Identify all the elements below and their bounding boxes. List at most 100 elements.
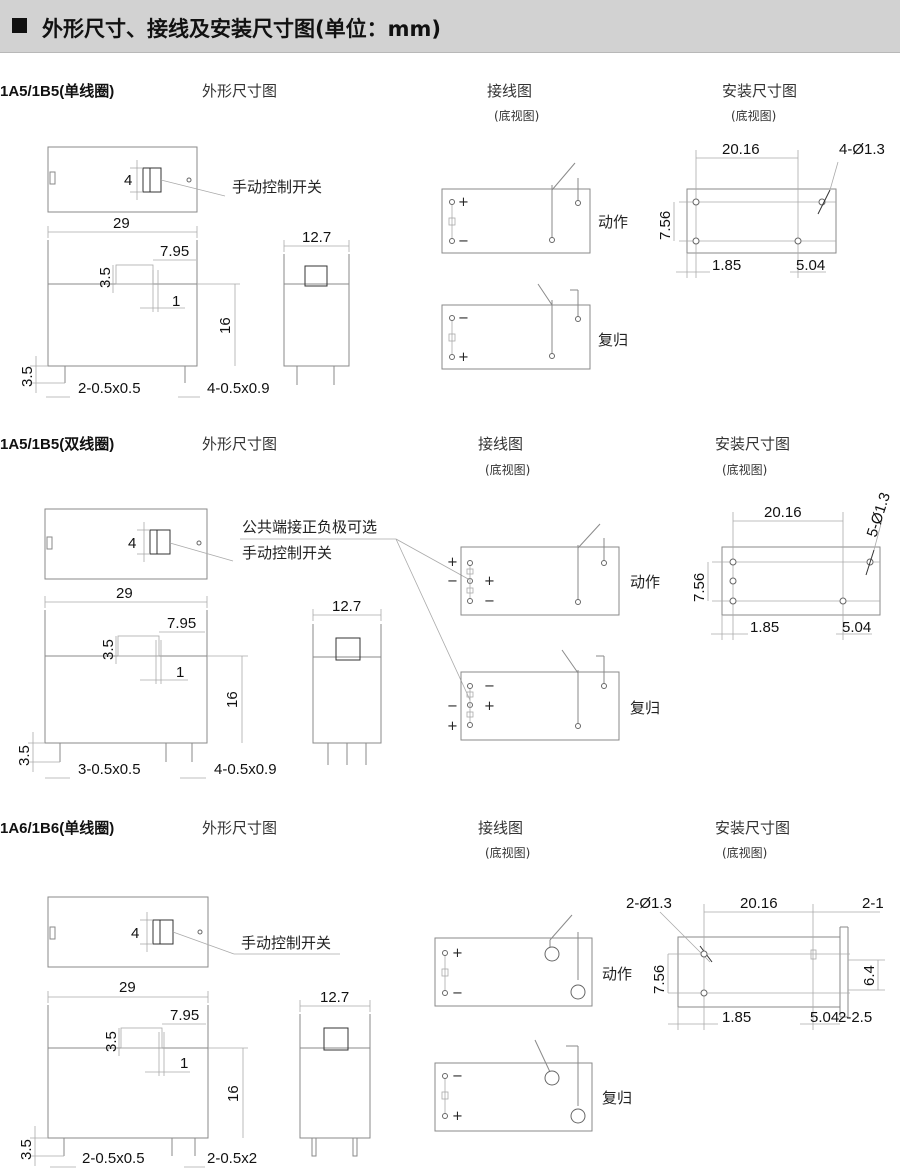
wiring-subtitle: (底视图)	[485, 845, 530, 860]
sign-plus: +	[447, 719, 458, 734]
sign-minus: −	[458, 311, 469, 326]
mount-20-16: 20.16	[722, 141, 760, 158]
dim-1: 1	[176, 664, 184, 681]
dim-29: 29	[116, 585, 133, 602]
mount-7-56: 7.56	[691, 573, 708, 602]
dim-3-5-pin: 3.5	[19, 366, 36, 387]
mount-5-04: 5.04	[810, 1009, 839, 1026]
top-view: 4 公共端接正负极可选 手动控制开关	[44, 508, 471, 701]
section-1: 1A5/1B5(单线圈) 外形尺寸图 接线图 (底视图) 安装尺寸图 (底视图)…	[0, 82, 885, 398]
wiring-reset: − + 复归	[434, 1039, 632, 1132]
side-view: 12.7	[283, 229, 350, 385]
pins-a: 2-0.5x0.5	[78, 380, 141, 397]
mount-subtitle: (底视图)	[731, 108, 776, 123]
mount-title: 安装尺寸图	[715, 819, 790, 837]
pins-a: 2-0.5x0.5	[82, 1150, 145, 1167]
outline-title: 外形尺寸图	[202, 819, 277, 837]
mount-2-1: 2-1	[862, 895, 884, 912]
sign-plus: +	[452, 946, 463, 961]
sign-plus: +	[452, 1109, 463, 1124]
state-reset: 复归	[598, 331, 628, 349]
mount-7-56: 7.56	[657, 211, 674, 240]
mount-5-04: 5.04	[842, 619, 871, 636]
square-bullet-icon	[12, 18, 27, 33]
dim-1: 1	[180, 1055, 188, 1072]
sign-plus: +	[447, 555, 458, 570]
dim-29: 29	[113, 215, 130, 232]
sign-plus: +	[458, 195, 469, 210]
wiring-title: 接线图	[478, 435, 523, 453]
pins-a: 3-0.5x0.5	[78, 761, 141, 778]
side-view: 12.7	[312, 598, 382, 765]
dim-3-5: 3.5	[97, 267, 114, 288]
mount-holes: 5-Ø1.3	[864, 490, 894, 539]
dim-7-95: 7.95	[167, 615, 196, 632]
dim-3-5: 3.5	[100, 639, 117, 660]
sign-minus: −	[452, 1069, 463, 1084]
mount-1-85: 1.85	[750, 619, 779, 636]
dim-4: 4	[124, 172, 132, 189]
sign-minus: −	[452, 986, 463, 1001]
section-label: 1A5/1B5(单线圈)	[0, 82, 114, 100]
mount-5-04: 5.04	[796, 257, 825, 274]
callout-common-polarity: 公共端接正负极可选	[242, 518, 377, 536]
sign-minus: −	[484, 594, 495, 609]
wiring-action: + − 动作	[441, 162, 628, 254]
mount-holes: 2-Ø1.3	[626, 895, 672, 912]
state-reset: 复归	[630, 699, 660, 717]
state-action: 动作	[602, 965, 632, 983]
sign-plus: +	[484, 699, 495, 714]
mount-6-4: 6.4	[861, 965, 878, 986]
section-label: 1A5/1B5(双线圈)	[0, 435, 114, 453]
sign-minus: −	[447, 574, 458, 589]
callout-manual-switch: 手动控制开关	[241, 934, 331, 952]
dim-16: 16	[224, 691, 241, 708]
section-header: 外形尺寸、接线及安装尺寸图(单位：mm)	[0, 0, 900, 53]
wiring-action: + − + − 动作	[447, 523, 660, 616]
top-view: 4 手动控制开关	[47, 896, 340, 968]
dim-7-95: 7.95	[170, 1007, 199, 1024]
dim-3-5: 3.5	[103, 1031, 120, 1052]
mount-subtitle: (底视图)	[722, 462, 767, 477]
pins-b: 4-0.5x0.9	[214, 761, 277, 778]
dim-29: 29	[119, 979, 136, 996]
wiring-subtitle: (底视图)	[485, 462, 530, 477]
section-2: 1A5/1B5(双线圈) 外形尺寸图 接线图 (底视图) 安装尺寸图 (底视图)…	[0, 435, 894, 779]
mount-20-16: 20.16	[764, 504, 802, 521]
mounting-view: 20.16 5-Ø1.3 7.56 1.85 5.04	[691, 490, 894, 640]
mounting-view: 20.16 2-Ø1.3 2-1 7.56 6.4 1.85 5.04 2-2.…	[626, 895, 885, 1030]
dim-12-7: 12.7	[332, 598, 361, 615]
front-view: 29 7.95 3.5 1 16 3.5 2-0.5x0.5 2-0.5x2	[18, 979, 257, 1168]
sign-plus: +	[484, 574, 495, 589]
pins-b: 2-0.5x2	[207, 1150, 257, 1167]
state-reset: 复归	[602, 1089, 632, 1107]
state-action: 动作	[598, 213, 628, 231]
mount-7-56: 7.56	[651, 965, 668, 994]
side-view: 12.7	[299, 989, 371, 1157]
dim-12-7: 12.7	[320, 989, 349, 1006]
wiring-reset: − + 复归	[441, 283, 628, 370]
sign-minus: −	[484, 679, 495, 694]
state-action: 动作	[630, 573, 660, 591]
mount-title: 安装尺寸图	[715, 435, 790, 453]
mount-1-85: 1.85	[712, 257, 741, 274]
front-view: 29 7.95 3.5 1 16 3.5 2-0.5x0.5 4-0.5x0.9	[19, 215, 270, 398]
dim-3-5-pin: 3.5	[18, 1139, 35, 1160]
callout-manual-switch: 手动控制开关	[242, 544, 332, 562]
mount-2-2-5: 2-2.5	[838, 1009, 872, 1026]
dim-4: 4	[128, 535, 136, 552]
wiring-title: 接线图	[478, 819, 523, 837]
wiring-action: + − 动作	[434, 914, 632, 1007]
dim-12-7: 12.7	[302, 229, 331, 246]
dim-3-5-pin: 3.5	[16, 745, 33, 766]
page-title: 外形尺寸、接线及安装尺寸图(单位：mm)	[42, 17, 441, 41]
wiring-title: 接线图	[487, 82, 532, 100]
sign-minus: −	[447, 699, 458, 714]
mount-20-16: 20.16	[740, 895, 778, 912]
mount-title: 安装尺寸图	[722, 82, 797, 100]
mount-subtitle: (底视图)	[722, 845, 767, 860]
top-view: 4 手动控制开关	[47, 146, 322, 213]
dim-1: 1	[172, 293, 180, 310]
pins-b: 4-0.5x0.9	[207, 380, 270, 397]
